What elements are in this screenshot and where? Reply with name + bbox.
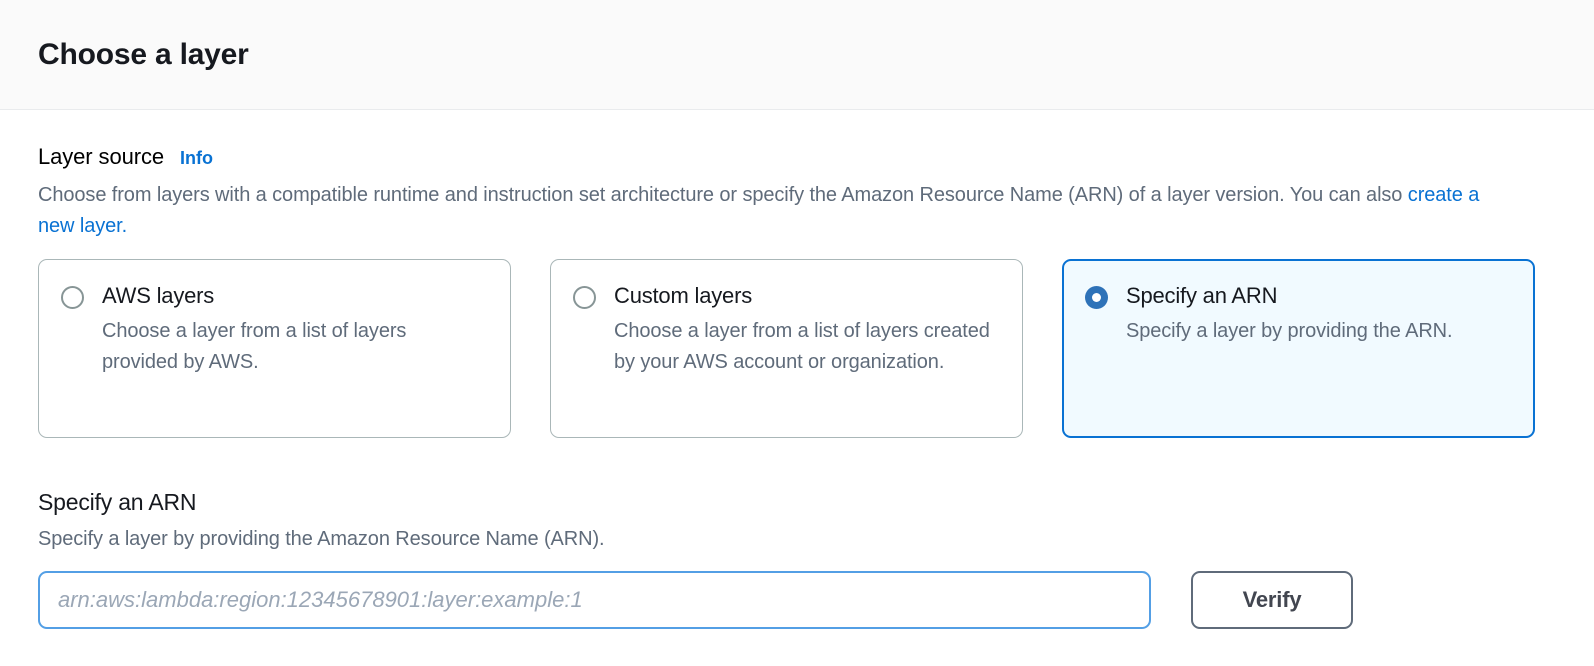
radio-icon-specify-an-arn[interactable] [1085, 286, 1108, 309]
layer-source-option-specify-an-arn-text: Specify an ARN Specify a layer by provid… [1126, 282, 1510, 347]
layer-source-option-specify-an-arn-label: Specify an ARN [1126, 283, 1278, 308]
layer-source-radio-group: AWS layers Choose a layer from a list of… [38, 259, 1556, 438]
radio-icon-custom-layers[interactable] [573, 286, 596, 309]
layer-source-option-custom-layers[interactable]: Custom layers Choose a layer from a list… [550, 259, 1023, 438]
create-a-new-layer-link[interactable]: create a new layer [38, 184, 1480, 237]
layer-source-option-custom-layers-label: Custom layers [614, 283, 752, 308]
layer-source-option-specify-an-arn[interactable]: Specify an ARN Specify a layer by provid… [1062, 259, 1535, 438]
layer-source-option-custom-layers-text: Custom layers Choose a layer from a list… [614, 282, 998, 378]
layer-source-description-text-after: . [121, 215, 128, 237]
arn-section-description: Specify a layer by providing the Amazon … [38, 528, 605, 550]
layer-source-label: Layer source [38, 144, 164, 169]
layer-source-option-aws-layers-text: AWS layers Choose a layer from a list of… [102, 282, 486, 378]
modal-header: Choose a layer [0, 0, 1594, 110]
layer-source-option-aws-layers-description: Choose a layer from a list of layers pro… [102, 320, 407, 373]
layer-source-description-text-before: Choose from layers with a compatible run… [38, 184, 1408, 206]
layer-source-option-specify-an-arn-description: Specify a layer by providing the ARN. [1126, 320, 1453, 342]
page-title: Choose a layer [38, 37, 249, 71]
layer-source-description: Choose from layers with a compatible run… [38, 180, 1498, 242]
verify-button[interactable]: Verify [1191, 571, 1353, 629]
arn-input[interactable] [38, 571, 1151, 629]
layer-source-label-row: Layer source Info [38, 144, 1556, 170]
layer-source-option-custom-layers-description: Choose a layer from a list of layers cre… [614, 320, 990, 373]
modal-body: Layer source Info Choose from layers wit… [0, 110, 1594, 629]
layer-source-option-aws-layers-label: AWS layers [102, 283, 215, 308]
arn-section: Specify an ARN Specify a layer by provid… [38, 489, 1556, 629]
arn-section-heading: Specify an ARN [38, 489, 197, 515]
layer-source-option-aws-layers[interactable]: AWS layers Choose a layer from a list of… [38, 259, 511, 438]
arn-input-row: Verify [38, 571, 1556, 629]
radio-icon-aws-layers[interactable] [61, 286, 84, 309]
info-link[interactable]: Info [179, 148, 213, 168]
